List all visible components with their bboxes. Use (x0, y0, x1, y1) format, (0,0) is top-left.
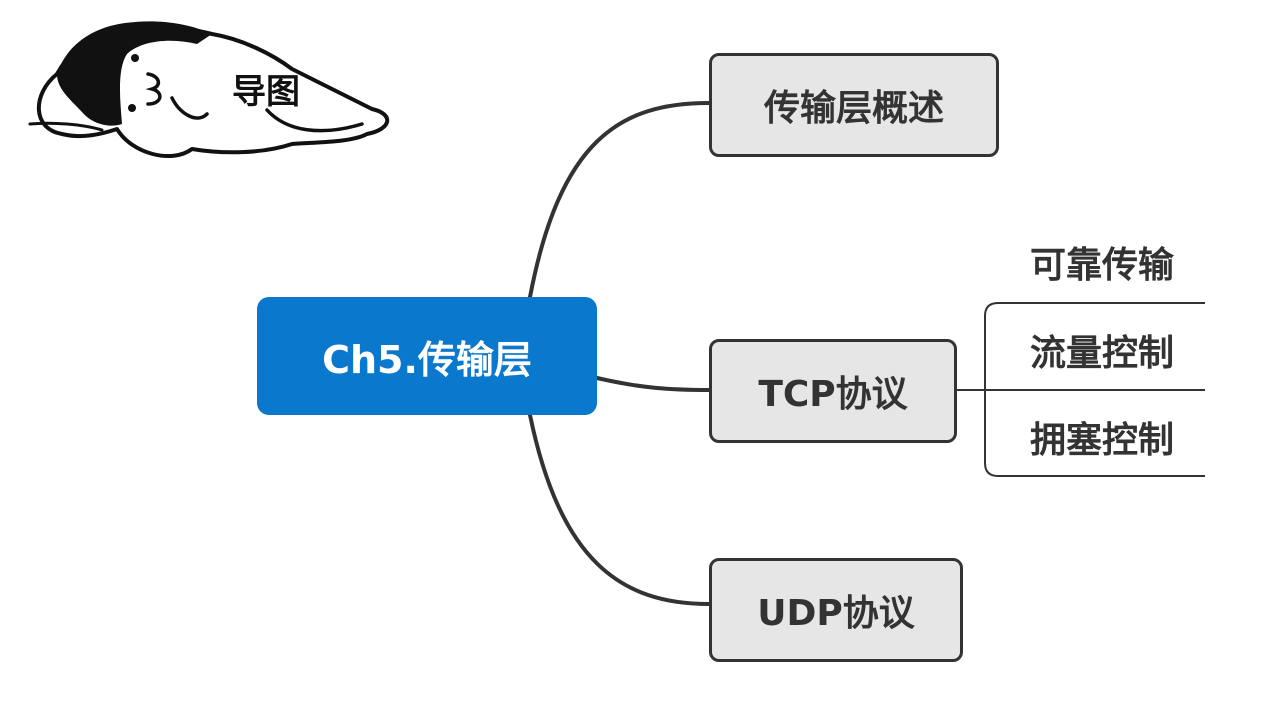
branch-label: TCP协议 (758, 374, 908, 415)
mascot-label: 导图 (232, 72, 300, 112)
branch-node-overview[interactable]: 传输层概述 (709, 53, 999, 157)
branch-label: UDP协议 (757, 593, 915, 634)
branch-label: 传输层概述 (763, 88, 944, 129)
lying-cartoon-person-icon (28, 21, 390, 159)
leaf-node-reliable-transfer[interactable]: 可靠传输 (1030, 245, 1175, 286)
branch-node-udp[interactable]: UDP协议 (709, 558, 963, 662)
connector-root-to-overview (528, 101, 711, 299)
mascot-illustration: 导图 (22, 14, 402, 168)
root-node[interactable]: Ch5.传输层 (257, 297, 597, 415)
leaf-node-flow-control[interactable]: 流量控制 (1030, 333, 1175, 374)
leaf-node-congestion-control[interactable]: 拥塞控制 (1030, 420, 1175, 461)
connector-root-to-udp (528, 413, 711, 606)
root-label: Ch5.传输层 (322, 337, 532, 382)
connector-root-to-tcp (595, 376, 711, 392)
branch-node-tcp[interactable]: TCP协议 (709, 339, 957, 443)
